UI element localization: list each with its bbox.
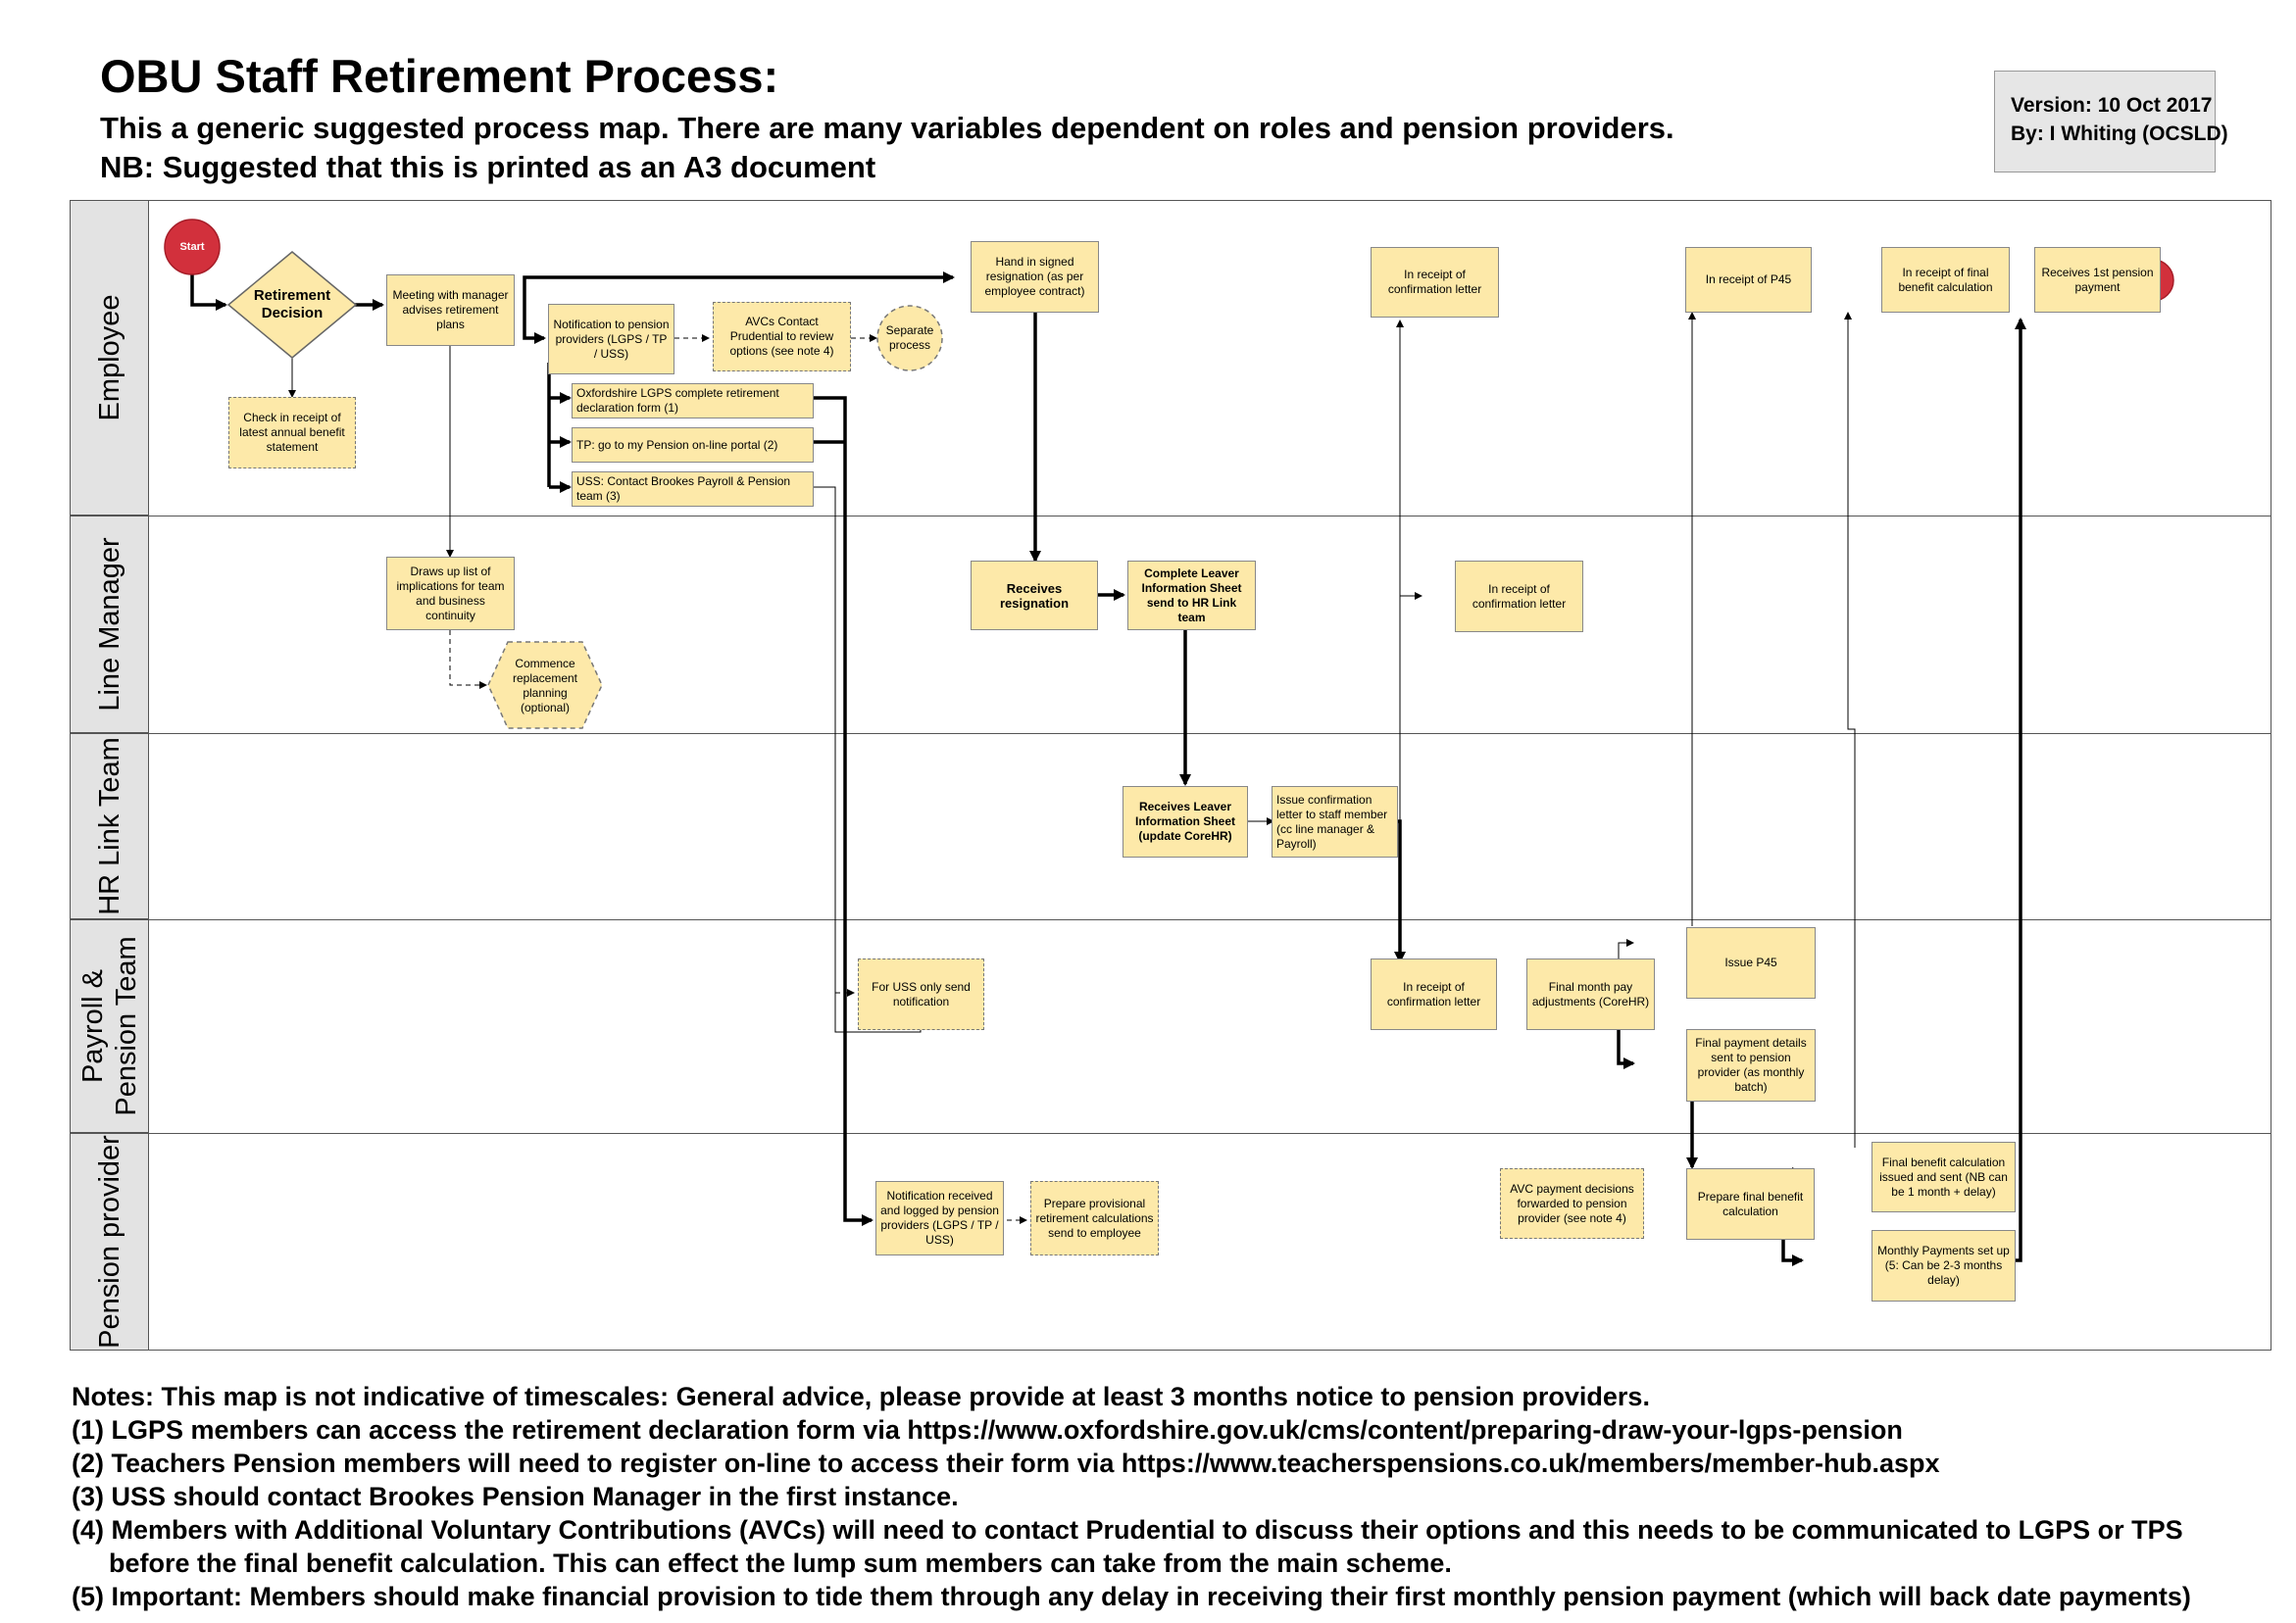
connector bbox=[523, 313, 546, 344]
uss-only-notification-box: For USS only send notification bbox=[858, 959, 984, 1030]
lane-header-employee: Employee bbox=[71, 201, 148, 516]
connector-layer bbox=[164, 219, 2174, 1266]
issue-p45-box: Issue P45 bbox=[1686, 927, 1816, 999]
lane-header-pension-provider: Pension provider bbox=[71, 1133, 148, 1350]
oxfordshire-lgps-box: Oxfordshire LGPS complete retirement dec… bbox=[572, 383, 814, 418]
monthly-payments-box: Monthly Payments set up (5: Can be 2-3 m… bbox=[1872, 1230, 2016, 1302]
notification-logged-box: Notification received and logged by pens… bbox=[875, 1181, 1004, 1255]
start-label: Start bbox=[179, 240, 205, 253]
avc-forwarded-box: AVC payment decisions forwarded to pensi… bbox=[1500, 1168, 1644, 1239]
commence-replacement-shape bbox=[487, 641, 603, 729]
final-payment-details-box: Final payment details sent to pension pr… bbox=[1686, 1029, 1816, 1102]
separate-process-label: Separate process bbox=[885, 323, 934, 352]
lane-header-payroll: Payroll &Pension Team bbox=[71, 919, 148, 1133]
connector bbox=[190, 274, 227, 311]
draws-up-list-box: Draws up list of implications for team a… bbox=[386, 557, 515, 630]
page-subtitle: This a generic suggested process map. Th… bbox=[100, 111, 1674, 145]
lane-header-divider bbox=[148, 201, 149, 1350]
notes-block: Notes: This map is not indicative of tim… bbox=[72, 1380, 2191, 1613]
lane-header-hr-link: HR Link Team bbox=[71, 733, 148, 919]
complete-leaver-sheet-box: Complete Leaver Information Sheet send t… bbox=[1127, 561, 1256, 630]
prepare-final-calc-box: Prepare final benefit calculation bbox=[1686, 1168, 1815, 1240]
note-line: (2) Teachers Pension members will need t… bbox=[72, 1449, 1940, 1478]
note-line: Notes: This map is not indicative of tim… bbox=[72, 1382, 1650, 1411]
notification-providers-box: Notification to pension providers (LGPS … bbox=[548, 304, 674, 374]
connector bbox=[814, 396, 873, 1226]
commence-replacement-label: Commence replacement planning (optional) bbox=[512, 657, 578, 714]
prepare-provisional-box: Prepare provisional retirement calculati… bbox=[1030, 1181, 1159, 1255]
tp-portal-box: TP: go to my Pension on-line portal (2) bbox=[572, 427, 814, 463]
connector bbox=[1911, 318, 2026, 1262]
avcs-box: AVCs Contact Prudential to review option… bbox=[713, 302, 851, 371]
version-text: Version: 10 Oct 2017 bbox=[2011, 94, 2213, 117]
receives-first-payment-box: Receives 1st pension payment bbox=[2034, 247, 2161, 313]
lane-divider bbox=[71, 919, 2271, 920]
note-line: (4) Members with Additional Voluntary Co… bbox=[72, 1515, 2183, 1545]
lane-divider bbox=[71, 1133, 2271, 1134]
note-line: (1) LGPS members can access the retireme… bbox=[72, 1415, 1903, 1445]
receives-resignation-box: Receives resignation bbox=[971, 561, 1098, 630]
retirement-decision-label: Retirement Decision bbox=[253, 287, 331, 321]
separate-process-shape bbox=[876, 305, 943, 371]
receipt-p45-box: In receipt of P45 bbox=[1685, 247, 1812, 313]
author-text: By: I Whiting (OCSLD) bbox=[2011, 123, 2228, 145]
connector bbox=[1844, 312, 1856, 1148]
receipt-confirmation-line-manager-box: In receipt of confirmation letter bbox=[1455, 561, 1583, 632]
page-subtitle-note: NB: Suggested that this is printed as an… bbox=[100, 150, 876, 184]
connector bbox=[814, 486, 922, 1033]
note-line: (3) USS should contact Brookes Pension M… bbox=[72, 1482, 959, 1511]
uss-contact-box: USS: Contact Brookes Payroll & Pension t… bbox=[572, 471, 814, 507]
retirement-decision-shape bbox=[226, 251, 358, 359]
final-month-pay-box: Final month pay adjustments (CoreHR) bbox=[1526, 959, 1655, 1030]
receipt-confirmation-payroll-box: In receipt of confirmation letter bbox=[1371, 959, 1497, 1030]
note-line: (5) Important: Members should make finan… bbox=[72, 1582, 2191, 1611]
meeting-manager-box: Meeting with manager advises retirement … bbox=[386, 274, 515, 346]
receives-leaver-sheet-box: Receives Leaver Information Sheet (updat… bbox=[1123, 786, 1248, 858]
check-statement-box: Check in receipt of latest annual benefi… bbox=[228, 397, 356, 468]
start-node bbox=[164, 219, 221, 275]
receipt-confirmation-employee-box: In receipt of confirmation letter bbox=[1371, 247, 1499, 318]
swimlane-diagram: Employee Line Manager HR Link Team Payro… bbox=[70, 200, 2271, 1351]
final-calc-issued-box: Final benefit calculation issued and sen… bbox=[1872, 1142, 2016, 1212]
connector bbox=[523, 271, 955, 313]
version-box: Version: 10 Oct 2017 By: I Whiting (OCSL… bbox=[1994, 71, 2228, 172]
note-line: before the final benefit calculation. Th… bbox=[109, 1549, 1452, 1578]
issue-confirmation-box: Issue confirmation letter to staff membe… bbox=[1272, 786, 1398, 858]
page-title: OBU Staff Retirement Process: bbox=[100, 50, 779, 102]
connector bbox=[449, 630, 487, 689]
lane-header-line-manager: Line Manager bbox=[71, 516, 148, 733]
lane-divider bbox=[71, 733, 2271, 734]
hand-in-resignation-box: Hand in signed resignation (as per emplo… bbox=[971, 241, 1099, 313]
receipt-final-calc-box: In receipt of final benefit calculation bbox=[1881, 247, 2010, 313]
